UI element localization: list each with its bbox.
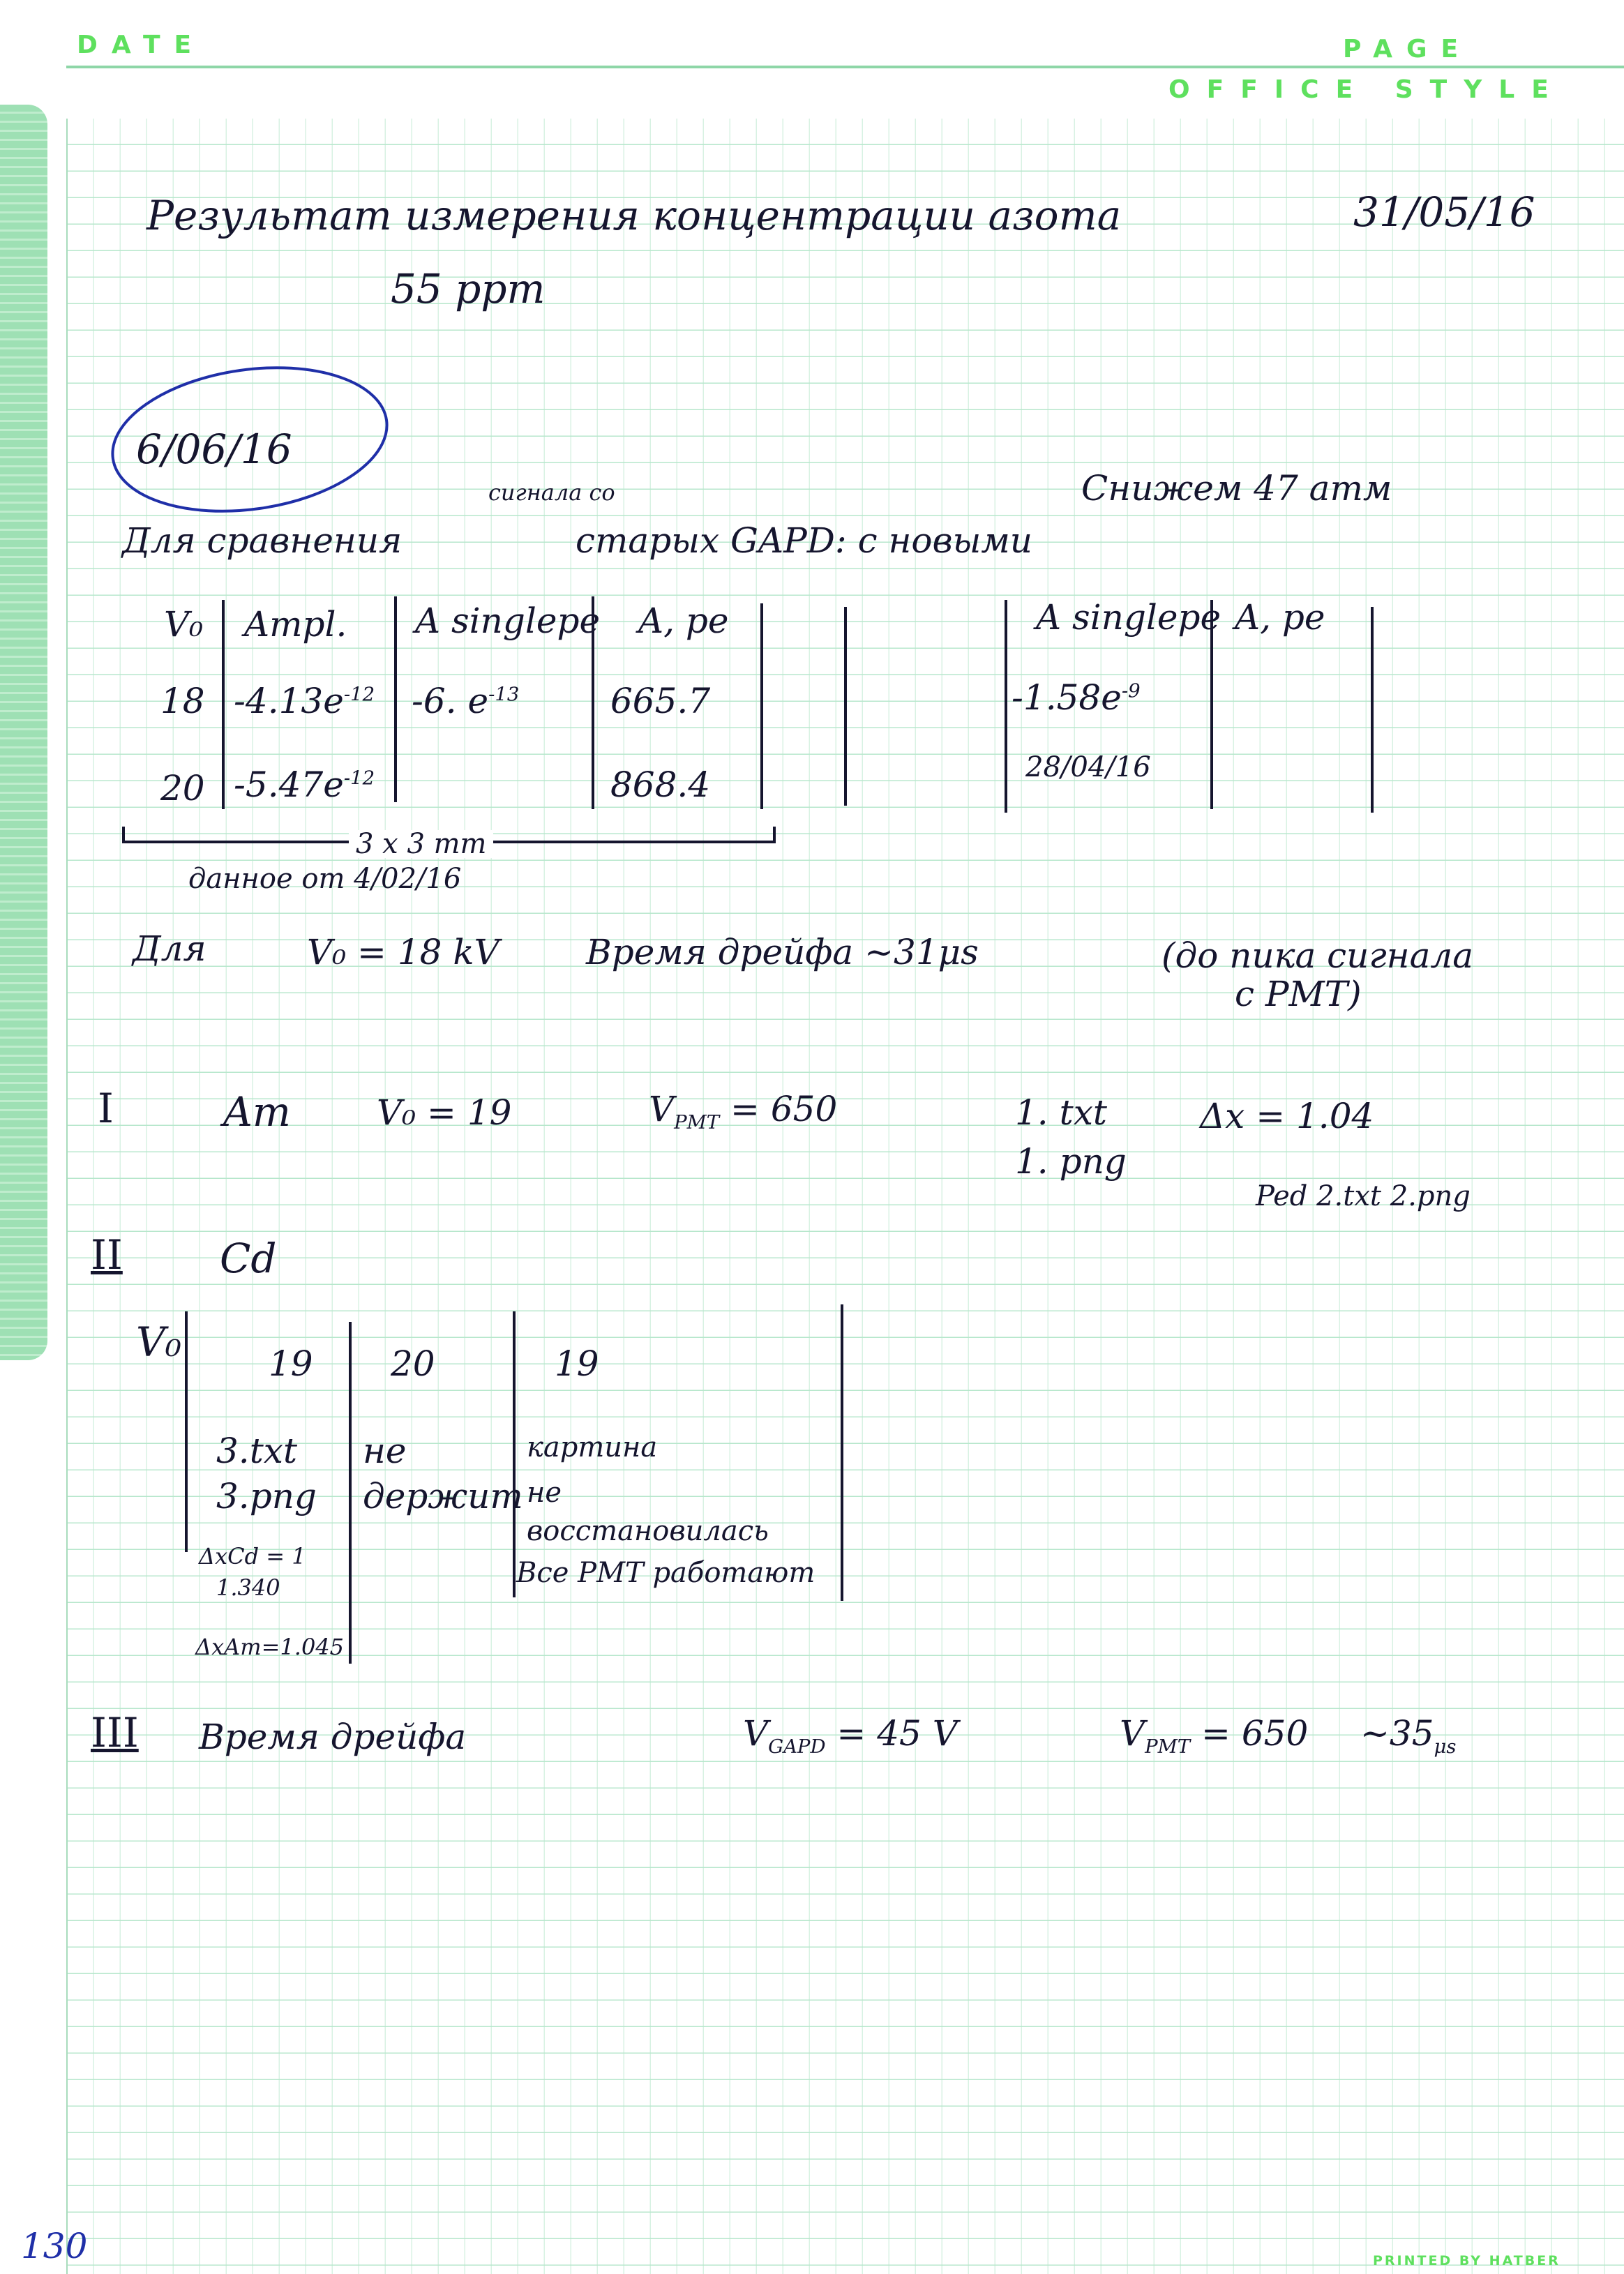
table1b-divider: [1210, 600, 1213, 809]
title-text: Результат измерения концентрации азота: [146, 192, 1122, 239]
table2-col3-header: 19: [555, 1343, 599, 1384]
date-label: DATE: [77, 31, 206, 59]
table2-c3-line2: не: [527, 1477, 562, 1509]
table1-divider: [394, 596, 397, 802]
compare-insert: сигнала со: [488, 479, 615, 506]
section-3-time: ~35μs: [1360, 1713, 1457, 1758]
table1-header-ampl: Ampl.: [244, 604, 347, 645]
table1b-header-asingle: A singlepe: [1036, 597, 1221, 638]
section-1-file-txt: 1. txt: [1015, 1092, 1107, 1133]
drift-note-1: (до пика сигнала: [1161, 935, 1474, 976]
table2-c2-line1: не: [363, 1431, 407, 1471]
table2-c3-line3: восстановилась: [527, 1515, 769, 1547]
table1-header-asingle: A singlepe: [415, 601, 601, 641]
table2-header-v0: V₀: [136, 1318, 182, 1366]
table2-c1-file-png: 3.png: [216, 1476, 317, 1516]
table1-r1-ampl: -4.13e-12: [234, 681, 375, 721]
table2-divider: [349, 1322, 352, 1664]
header-rule: [66, 66, 1624, 68]
table2-c3-line1: картина: [527, 1431, 658, 1463]
table2-col2-header: 20: [391, 1343, 435, 1384]
table1-size-bracket: [122, 827, 125, 843]
table1-size: 3 x 3 mm: [349, 830, 494, 858]
table2-c1-file-txt: 3.txt: [216, 1431, 298, 1471]
table1b-divider: [1371, 607, 1374, 813]
table1-header-ape: A, pe: [638, 601, 729, 641]
entry-lower-note: Снижем 47 атм: [1081, 468, 1392, 509]
table2-col1-header: 19: [269, 1343, 313, 1384]
section-1-file-png: 1. png: [1015, 1141, 1127, 1182]
table1-divider: [222, 600, 225, 809]
table1-r2-ape: 868.4: [610, 765, 711, 805]
drift-v0: V₀ = 18 kV: [307, 932, 499, 972]
table2-divider: [841, 1304, 843, 1601]
table2-c1-dxcd: ΔxCd = 1: [199, 1543, 306, 1569]
compare-rest: старых GAPD: с новыми: [576, 520, 1032, 561]
table1b-header-ape: A, pe: [1235, 597, 1325, 638]
section-1-label: Am: [223, 1088, 291, 1136]
section-1-dx: Δx = 1.04: [1200, 1096, 1374, 1136]
drift-prefix: Для: [133, 928, 206, 969]
drift-time: Время дрейфа ~31μs: [586, 932, 979, 972]
table1-r2-ampl: -5.47e-12: [234, 765, 375, 805]
printed-by-label: PRINTED BY HATBER: [1373, 2253, 1561, 2268]
entry-date: 6/06/16: [136, 426, 292, 473]
table1-data-from: данное от 4/02/16: [188, 863, 462, 895]
section-3-vgapd: VGAPD = 45 V: [743, 1713, 958, 1758]
table1-r2-v0: 20: [160, 768, 205, 808]
table1-r1-asingle: -6. e-13: [412, 681, 520, 721]
date-circle: [111, 366, 389, 513]
page-number: 130: [21, 2226, 88, 2266]
table1-divider: [844, 607, 847, 806]
table2-c2-line2: держит: [363, 1476, 523, 1516]
title-ppm: 55 ppm: [391, 265, 546, 313]
table1b-divider: [1005, 600, 1007, 813]
office-style-label: OFFICE STYLE: [1168, 75, 1565, 104]
table2-divider: [513, 1311, 516, 1597]
section-3-label: Время дрейфа: [199, 1717, 467, 1757]
table1-header-v0: V₀: [164, 604, 204, 645]
section-1-ped: Ped 2.txt 2.png: [1256, 1180, 1471, 1212]
title-date: 31/05/16: [1353, 188, 1535, 236]
table1-divider: [760, 603, 763, 809]
drift-note-2: с PMT): [1235, 974, 1362, 1014]
ruled-grid: [66, 119, 1624, 2274]
table1b-r2: 28/04/16: [1025, 751, 1151, 783]
section-3-number: III: [91, 1709, 139, 1756]
table2-divider: [185, 1311, 188, 1552]
section-1-number: I: [98, 1085, 114, 1132]
table2-c3-line4: Все PMT работают: [516, 1557, 815, 1589]
table1-size-bracket: [773, 827, 776, 843]
section-2-label: Cd: [220, 1235, 277, 1282]
page-edge-strip: [0, 105, 47, 1360]
section-2-number: II: [91, 1231, 123, 1279]
compare-prefix: Для сравнения: [122, 520, 403, 561]
section-1-vpmt: VPMT = 650: [649, 1089, 838, 1134]
table2-c1-dxcd-value: 1.340: [216, 1574, 280, 1601]
section-3-vpmt: VPMT = 650: [1120, 1713, 1309, 1758]
page-label: PAGE: [1343, 35, 1473, 63]
table1-divider: [592, 596, 594, 809]
table1-r1-v0: 18: [160, 681, 205, 721]
section-1-v0: V₀ = 19: [377, 1092, 512, 1133]
table2-c1-dxam: ΔxAm=1.045: [195, 1634, 345, 1660]
table1-r1-ape: 665.7: [610, 681, 711, 721]
table1b-r1: -1.58e-9: [1012, 677, 1141, 718]
